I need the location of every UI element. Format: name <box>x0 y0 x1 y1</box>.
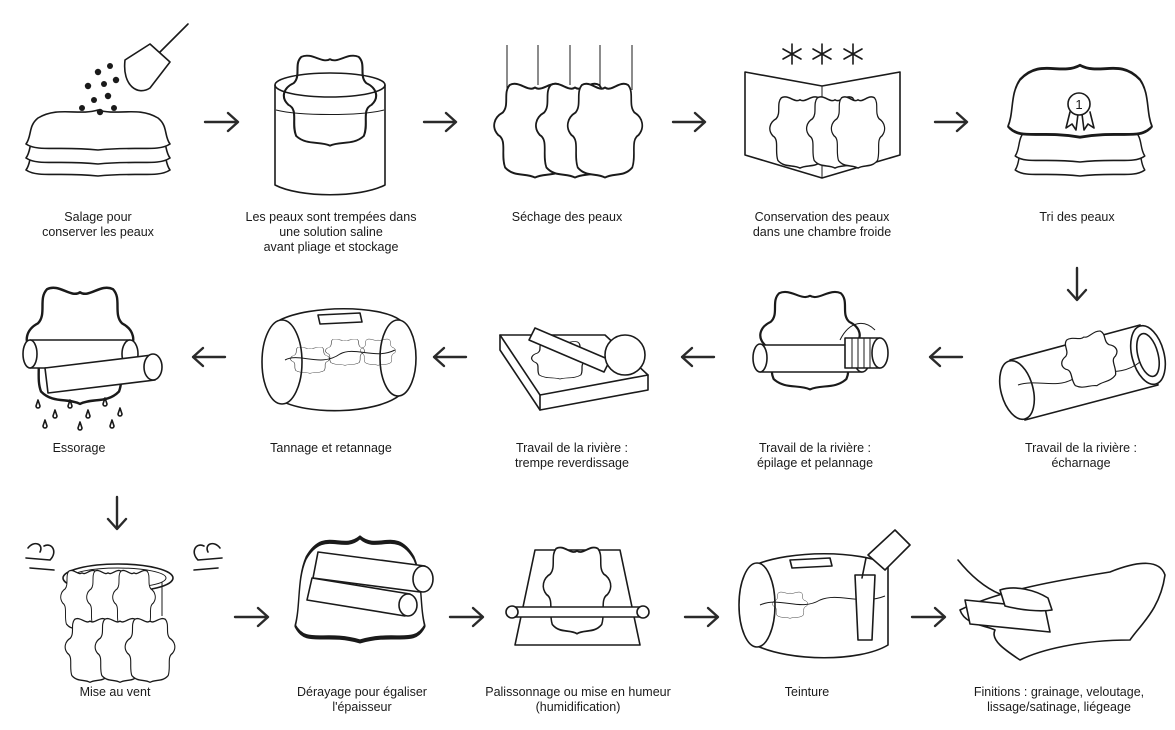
caption-echarnage: Travail de la rivière : écharnage <box>1024 441 1138 470</box>
caption-conservation: Conservation des peaux dans une chambre … <box>752 210 892 239</box>
reverdissage-tray-illustration <box>499 327 649 411</box>
caption-mise-au-vent: Mise au vent <box>79 685 151 699</box>
badge-number: 1 <box>1075 97 1082 112</box>
caption-salage: Salage pour conserver les peaux <box>42 210 154 239</box>
fleshing-drum-illustration <box>998 324 1167 421</box>
shovel-icon <box>123 43 171 92</box>
caption-tannage: Tannage et retannage <box>270 441 392 455</box>
cold-room-illustration <box>744 43 901 179</box>
wringing-rollers-illustration <box>22 286 163 431</box>
caption-epilage: Travail de la rivière : épilage et pelan… <box>756 441 874 470</box>
shaving-rollers-illustration <box>295 537 434 641</box>
salting-illustration <box>25 23 189 177</box>
drying-hides-illustration <box>493 45 644 179</box>
caption-finitions: Finitions : grainage, veloutage, lissage… <box>973 685 1145 714</box>
airing-illustration <box>25 542 223 683</box>
caption-teinture: Teinture <box>784 685 830 699</box>
caption-essorage: Essorage <box>52 441 106 455</box>
dehairing-rollers-illustration <box>752 290 889 391</box>
wind-icon <box>25 542 223 571</box>
dye-bottle-icon <box>867 529 911 571</box>
soaking-tank-illustration <box>274 54 386 196</box>
award-badge-icon: 1 <box>1065 92 1095 131</box>
dyeing-drum-illustration <box>738 529 911 659</box>
caption-trempage: Les peaux sont trempées dans une solutio… <box>245 210 417 254</box>
staking-machine-illustration <box>505 546 650 646</box>
snowflake-icon <box>782 43 863 65</box>
caption-derayage: Dérayage pour égaliser l'épaisseur <box>297 685 427 714</box>
sorting-illustration: 1 <box>1006 63 1154 177</box>
caption-sechage: Séchage des peaux <box>511 210 623 224</box>
hand-icon <box>999 587 1053 612</box>
finishing-illustration <box>957 559 1166 661</box>
water-drops-icon <box>35 397 123 431</box>
tanning-drum-illustration <box>261 307 417 412</box>
caption-palissonnage: Palissonnage ou mise en humeur (humidifi… <box>485 685 671 714</box>
caption-tri: Tri des peaux <box>1039 210 1115 224</box>
caption-trempe: Travail de la rivière : trempe reverdiss… <box>515 441 629 470</box>
flow-arrows <box>106 111 1088 628</box>
